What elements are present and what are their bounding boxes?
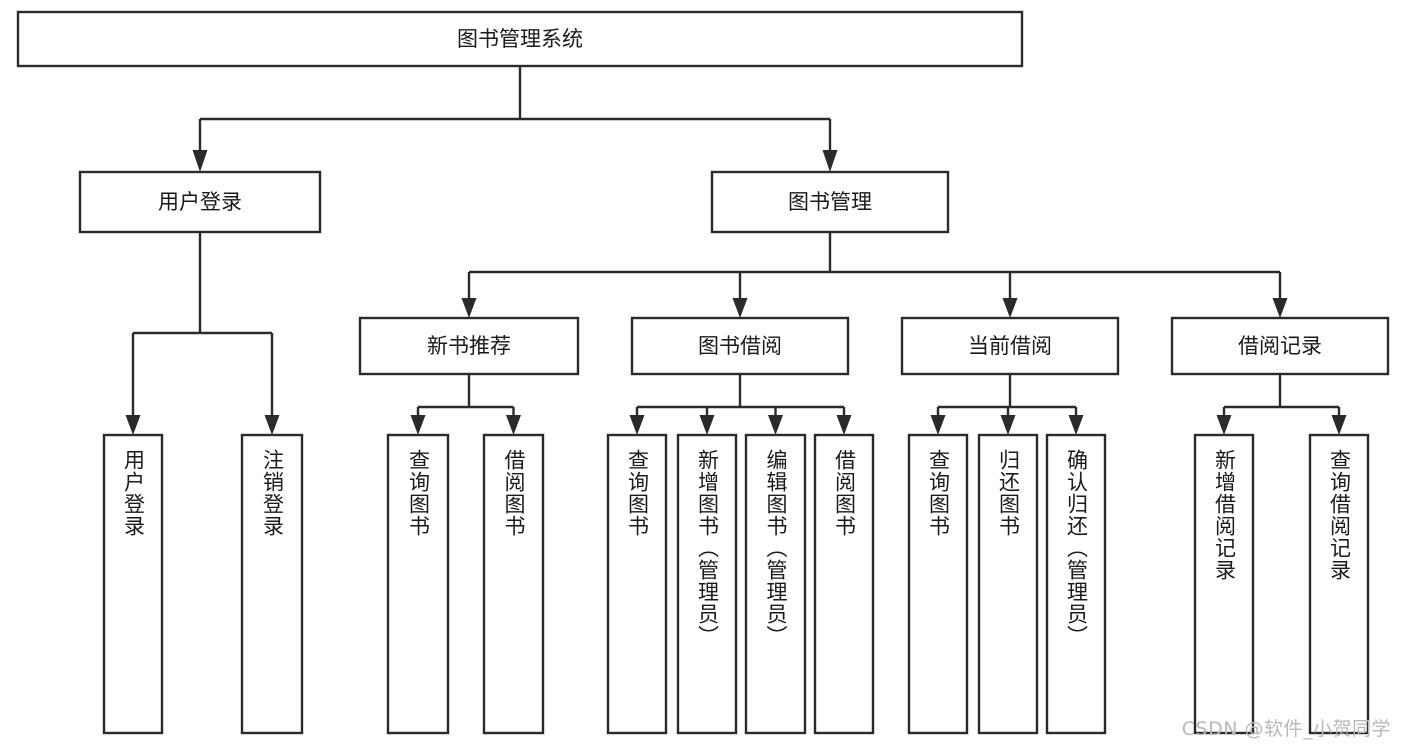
- node-box-level2-0[interactable]: [78, 170, 322, 234]
- node-label-root: 图书管理系统: [457, 27, 583, 51]
- arrow-head-leaf-10: [1068, 415, 1084, 435]
- node-box-leaf-8[interactable]: [907, 433, 969, 735]
- node-box-root[interactable]: [16, 10, 1024, 68]
- node-label-level3-3: 借阅记录: [1238, 334, 1322, 358]
- node-box-leaf-10[interactable]: [1045, 433, 1107, 735]
- arrow-head-level2-0: [192, 150, 208, 172]
- arrow-head-level3-0: [461, 298, 477, 318]
- arrow-head-leaf-8: [930, 415, 946, 435]
- node-label-level3-0: 新书推荐: [427, 334, 511, 358]
- node-box-level3-1[interactable]: [630, 316, 850, 376]
- arrow-head-level2-1: [822, 150, 838, 172]
- node-box-leaf-3[interactable]: [482, 433, 545, 735]
- arrow-head-leaf-2: [410, 415, 426, 435]
- node-box-level3-2[interactable]: [900, 316, 1120, 376]
- node-box-leaf-11[interactable]: [1193, 433, 1255, 735]
- node-box-level2-1[interactable]: [710, 170, 950, 234]
- arrow-head-level3-3: [1272, 298, 1288, 318]
- arrow-head-leaf-0: [125, 415, 141, 435]
- node-box-leaf-7[interactable]: [813, 433, 875, 735]
- node-box-leaf-0[interactable]: [102, 433, 164, 735]
- arrow-head-leaf-11: [1216, 415, 1232, 435]
- arrow-head-level3-2: [1002, 298, 1018, 318]
- node-box-level3-3[interactable]: [1170, 316, 1390, 376]
- node-box-leaf-12[interactable]: [1308, 433, 1370, 735]
- node-label-level3-1: 图书借阅: [698, 334, 782, 358]
- arrow-head-leaf-9: [1000, 415, 1016, 435]
- node-label-level2-0: 用户登录: [158, 190, 242, 214]
- node-box-leaf-9[interactable]: [977, 433, 1039, 735]
- node-box-level3-0[interactable]: [358, 316, 580, 376]
- csdn-watermark: CSDN @软件_小贺同学: [1181, 718, 1391, 740]
- arrow-head-leaf-4: [629, 415, 645, 435]
- arrow-head-leaf-5: [699, 415, 715, 435]
- arrow-head-leaf-6: [768, 415, 783, 435]
- arrow-head-leaf-3: [506, 415, 521, 435]
- node-boxes-layer: [16, 10, 1390, 735]
- node-label-level2-1: 图书管理: [788, 190, 872, 214]
- node-box-leaf-1[interactable]: [240, 433, 304, 735]
- arrow-head-leaf-1: [264, 415, 280, 435]
- connector-lines-layer: [125, 66, 1347, 435]
- node-box-leaf-5[interactable]: [676, 433, 738, 735]
- node-box-leaf-6[interactable]: [744, 433, 807, 735]
- arrow-head-leaf-12: [1331, 415, 1347, 435]
- node-box-leaf-2[interactable]: [386, 433, 450, 735]
- arrow-head-leaf-7: [836, 415, 852, 435]
- node-label-level3-2: 当前借阅: [968, 334, 1052, 358]
- node-box-leaf-4[interactable]: [606, 433, 668, 735]
- arrow-head-level3-1: [732, 298, 748, 318]
